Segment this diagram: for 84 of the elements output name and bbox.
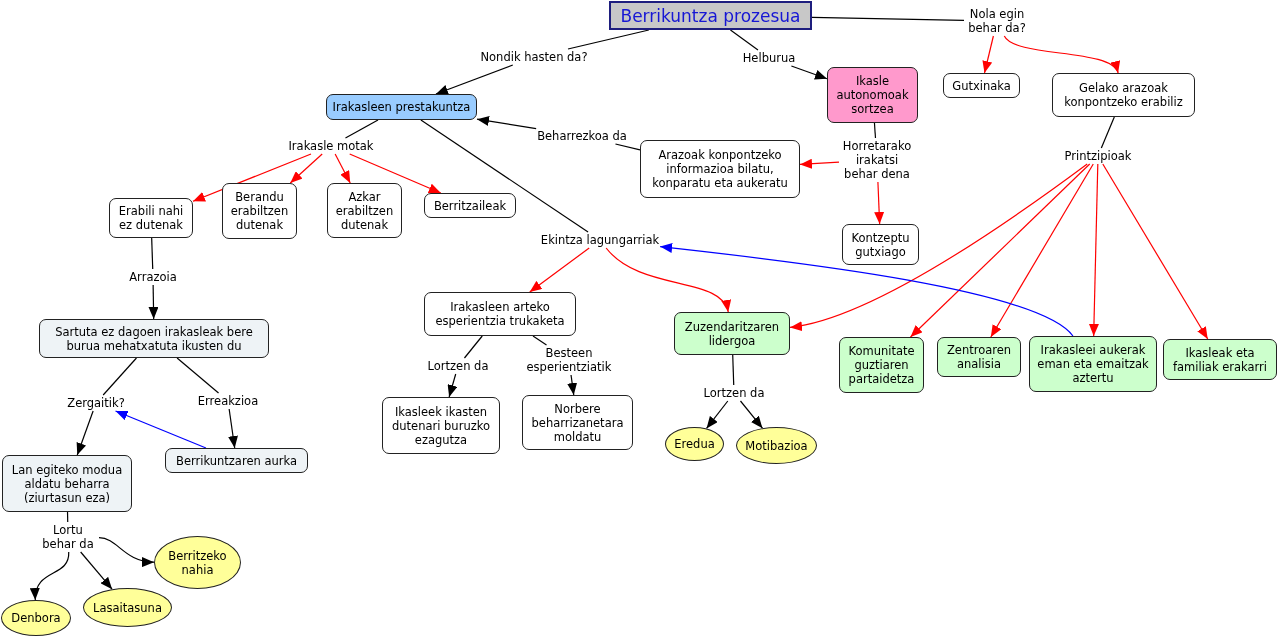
linking-phrase: Printzipioak [1064, 149, 1132, 163]
connector-line [532, 335, 548, 346]
concept-box: Ikasle autonomoak sortzea [827, 67, 918, 123]
connector-line [732, 354, 735, 386]
arrow [192, 153, 312, 202]
concept-box: Zentroaren analisia [937, 337, 1021, 377]
concept-ellipse: Eredua [665, 427, 724, 461]
arrow [705, 400, 729, 430]
concept-ellipse: Denbora [1, 600, 71, 636]
concept-box: Irakasleen prestakuntza [326, 94, 477, 120]
concept-box: Gutxinaka [943, 73, 1020, 98]
concept-box: Sartuta ez dagoen irakasleak bere burua mehatxatuta ikusten du [39, 319, 269, 358]
concept-box: Irakasleen arteko esperientzia trukaketa [424, 292, 576, 336]
arrow [114, 410, 207, 449]
arrow [909, 163, 1091, 338]
arrow [990, 163, 1094, 338]
arrow [1003, 35, 1119, 74]
arrow [874, 181, 885, 225]
arrow [605, 247, 729, 313]
arrow [529, 247, 590, 293]
connector-line [873, 122, 877, 139]
concept-box: Azkar erabiltzen dutenak [327, 183, 402, 238]
arrow [739, 400, 764, 429]
connector-line [151, 237, 154, 270]
arrow [476, 116, 537, 130]
linking-phrase: Irakasle motak [288, 139, 374, 153]
arrow [799, 158, 840, 169]
arrow [76, 410, 94, 456]
concept-ellipse: Berritzeko nahia [154, 536, 241, 589]
arrow [148, 284, 159, 320]
concept-box: Erabili nahi ez dutenak [109, 198, 193, 238]
connector-line [567, 29, 650, 50]
arrow [447, 373, 458, 398]
linking-phrase: Nondik hasten da? [480, 50, 588, 64]
arrow [31, 551, 70, 601]
connector-line [176, 357, 220, 394]
linking-phrase: Lortzen da [427, 359, 489, 373]
arrow [435, 64, 514, 95]
linking-phrase: Erreakzioa [197, 394, 259, 408]
arrow [790, 65, 828, 80]
concept-ellipse: Motibazioa [736, 427, 817, 464]
connector-line [1100, 116, 1115, 149]
concept-box: Gelako arazoak konpontzeko erabiliz [1052, 73, 1195, 117]
concept-box: Ikasleak eta familiak erakarri [1163, 339, 1277, 380]
concept-box: Berrikuntzaren aurka [165, 448, 308, 473]
concept-box: Berandu erabiltzen dutenak [222, 183, 297, 239]
arrow [659, 243, 1074, 337]
linking-phrase: Ekintza lagungarriak [540, 233, 660, 247]
connector-line [811, 16, 965, 21]
linking-phrase: Lortzen da [703, 386, 765, 400]
connector-line [729, 29, 759, 51]
arrow [789, 163, 1088, 331]
linking-phrase: Helburua [742, 51, 796, 65]
linking-phrase: Zergaitik? [67, 396, 125, 410]
arrow [1102, 163, 1209, 340]
arrow [349, 153, 442, 194]
concept-box: Norbere beharrizanetara moldatu [522, 395, 633, 450]
connector-line [463, 335, 483, 359]
concept-box: Berritzaileak [424, 193, 516, 218]
concept-box: Arazoak konpontzeko informazioa bilatu, konparatu eta aukeratu [640, 140, 800, 198]
concept-box: Zuzendaritzaren lidergoa [674, 312, 790, 355]
arrow [289, 153, 323, 184]
linking-phrase: Arrazoia [129, 270, 177, 284]
arrow [567, 374, 578, 396]
connector-line [102, 357, 138, 396]
connector-line [614, 143, 641, 151]
arrow [334, 153, 351, 184]
concept-box: Irakasleei aukerak eman eta emaitzak aztertu [1029, 336, 1157, 392]
concept-box: Ikasleek ikasten dutenari buruzko ezagutza [382, 397, 500, 454]
root-concept-box: Berrikuntza prozesua [609, 1, 812, 30]
arrow [98, 537, 155, 567]
linking-phrase: Beharrezkoa da [537, 129, 627, 143]
arrow [80, 551, 113, 590]
connector-line [420, 119, 589, 233]
arrow [982, 35, 994, 74]
arrow [228, 408, 238, 449]
concept-box: Komunitate guztiaren partaidetza [839, 337, 924, 393]
concept-ellipse: Lasaitasuna [83, 588, 172, 627]
concept-box: Kontzeptu gutxiago [842, 224, 919, 265]
linking-phrase: Horretarako irakatsi behar dena [840, 139, 914, 181]
concept-box: Lan egiteko modua aldatu beharra (ziurtasun eza) [2, 455, 132, 512]
connector-line [344, 119, 379, 139]
arrow [1088, 163, 1099, 337]
linking-phrase: Besteen esperientziatik [524, 346, 614, 374]
